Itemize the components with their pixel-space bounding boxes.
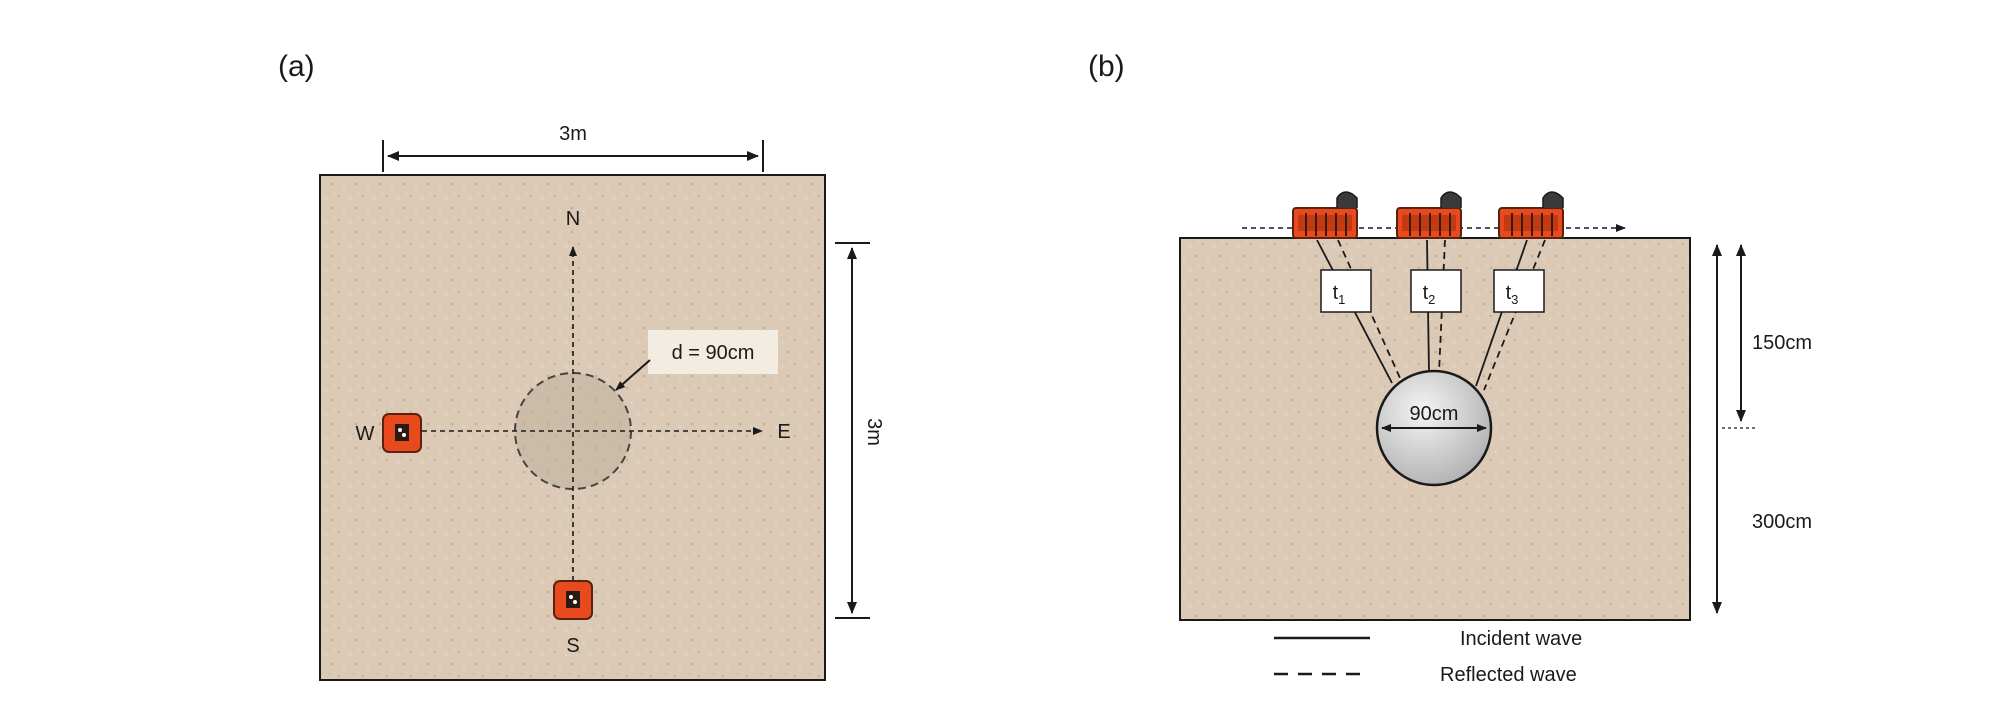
time-box-t1: t1 xyxy=(1320,269,1372,313)
compass-east-label: E xyxy=(777,421,790,443)
time-box-t2: t2 xyxy=(1410,269,1462,313)
gpr-device-position-3-icon xyxy=(1498,191,1564,239)
svg-text:t1: t1 xyxy=(1333,282,1346,307)
panel-b: (b) t1 t2 t3 90cm xyxy=(1088,50,1812,686)
gpr-device-south-icon xyxy=(553,580,593,620)
diameter-callout-box xyxy=(648,330,778,374)
gpr-device-west-icon xyxy=(382,413,422,453)
diameter-callout-pointer xyxy=(615,359,651,391)
legend-reflected-label: Reflected wave xyxy=(1440,664,1577,686)
gpr-device-position-2-icon xyxy=(1396,191,1462,239)
panel-b-label: (b) xyxy=(1088,50,1125,83)
width-dimension-label: 3m xyxy=(559,123,587,145)
time-box-t3: t3 xyxy=(1493,269,1545,313)
height-dimension-label: 3m xyxy=(863,418,885,446)
sphere-diameter-label: 90cm xyxy=(1410,403,1459,425)
legend: Incident wave Reflected wave xyxy=(1274,628,1582,686)
panel-a: (a) 3m 3m N E S W xyxy=(278,50,885,681)
diameter-callout-label: d = 90cm xyxy=(672,342,755,364)
total-depth-label: 300cm xyxy=(1752,511,1812,533)
compass-north-label: N xyxy=(566,208,580,230)
compass-south-label: S xyxy=(566,635,579,657)
depth-150-label: 150cm xyxy=(1752,332,1812,354)
panel-a-label: (a) xyxy=(278,50,315,83)
legend-incident-label: Incident wave xyxy=(1460,628,1582,650)
svg-text:t2: t2 xyxy=(1423,282,1436,307)
svg-text:t3: t3 xyxy=(1506,282,1519,307)
gpr-device-position-1-icon xyxy=(1292,191,1358,239)
compass-west-label: W xyxy=(356,423,375,445)
